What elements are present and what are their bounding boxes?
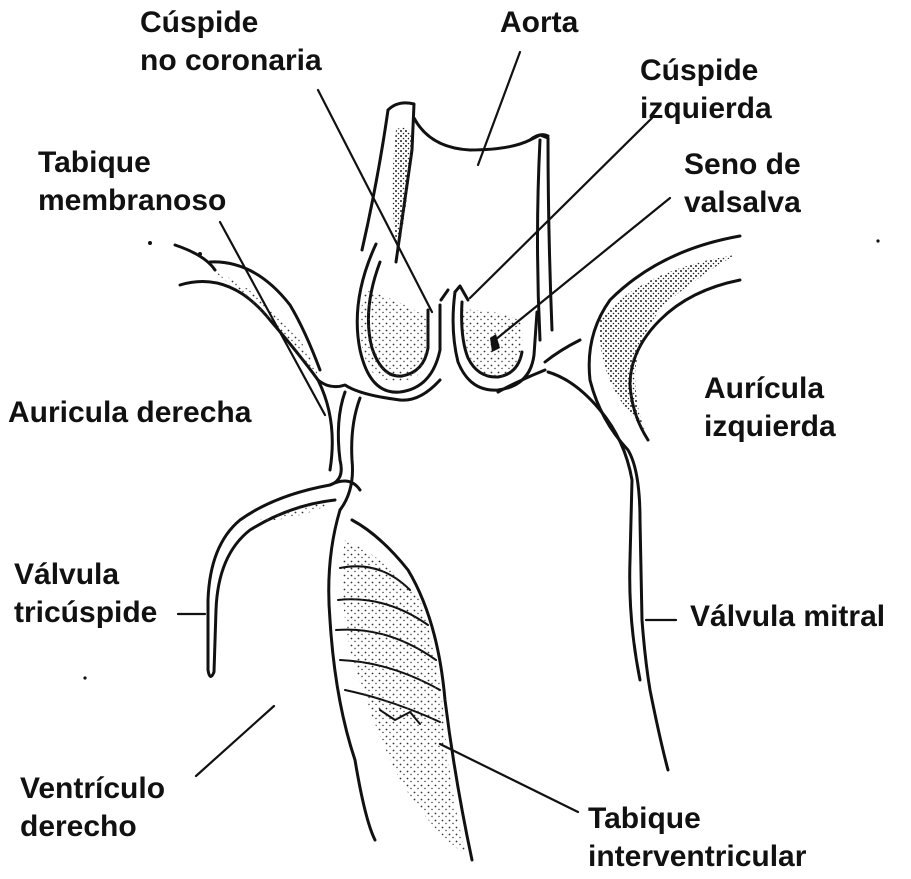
label-auricula-derecha-text: Auricula derecha xyxy=(8,394,251,432)
label-tabique-interventricular: Tabique interventricular xyxy=(588,800,806,876)
label-ventriculo-derecho: Ventrículo derecho xyxy=(20,770,165,846)
label-cuspide-no-coronaria-line2: no coronaria xyxy=(140,42,322,80)
label-auricula-derecha: Auricula derecha xyxy=(8,394,251,432)
label-tabique-membranoso-line1: Tabique xyxy=(38,144,226,182)
label-auricula-izquierda-line2: izquierda xyxy=(704,408,836,446)
label-auricula-izquierda-line1: Aurícula xyxy=(704,370,836,408)
label-aorta-text: Aorta xyxy=(500,4,578,42)
label-cuspide-no-coronaria-line1: Cúspide xyxy=(140,4,322,42)
label-tabique-interventricular-line2: interventricular xyxy=(588,838,806,876)
label-tabique-interventricular-line1: Tabique xyxy=(588,800,806,838)
stipple-shading xyxy=(215,127,735,855)
tricuspid-valve-leaflet xyxy=(208,485,335,677)
label-seno-de-valsalva-line1: Seno de xyxy=(684,146,801,184)
label-cuspide-izquierda-line2: izquierda xyxy=(640,90,772,128)
label-ventriculo-derecho-line1: Ventrículo xyxy=(20,770,165,808)
label-seno-de-valsalva-line2: valsalva xyxy=(684,184,801,222)
leader-ventriculo-derecho xyxy=(196,706,274,776)
label-valvula-tricuspide-line1: Válvula xyxy=(14,556,157,594)
label-cuspide-izquierda-line1: Cúspide xyxy=(640,52,772,90)
label-valvula-mitral: Válvula mitral xyxy=(690,598,885,636)
label-valvula-mitral-text: Válvula mitral xyxy=(690,598,885,636)
label-valvula-tricuspide-line2: tricúspide xyxy=(14,594,157,632)
label-valvula-tricuspide: Válvula tricúspide xyxy=(14,556,157,632)
label-cuspide-no-coronaria: Cúspide no coronaria xyxy=(140,4,322,80)
right-ventricle-wall xyxy=(330,481,360,490)
label-cuspide-izquierda: Cúspide izquierda xyxy=(640,52,772,128)
label-seno-de-valsalva: Seno de valsalva xyxy=(684,146,801,222)
label-tabique-membranoso-line2: membranoso xyxy=(38,182,226,220)
label-tabique-membranoso: Tabique membranoso xyxy=(38,144,226,220)
leader-tabique-membranoso xyxy=(220,222,325,415)
leader-cuspide-izquierda xyxy=(470,118,652,298)
label-ventriculo-derecho-line2: derecho xyxy=(20,808,165,846)
label-aorta: Aorta xyxy=(500,4,578,42)
label-auricula-izquierda: Aurícula izquierda xyxy=(704,370,836,446)
membranous-septum-wall xyxy=(330,370,545,510)
